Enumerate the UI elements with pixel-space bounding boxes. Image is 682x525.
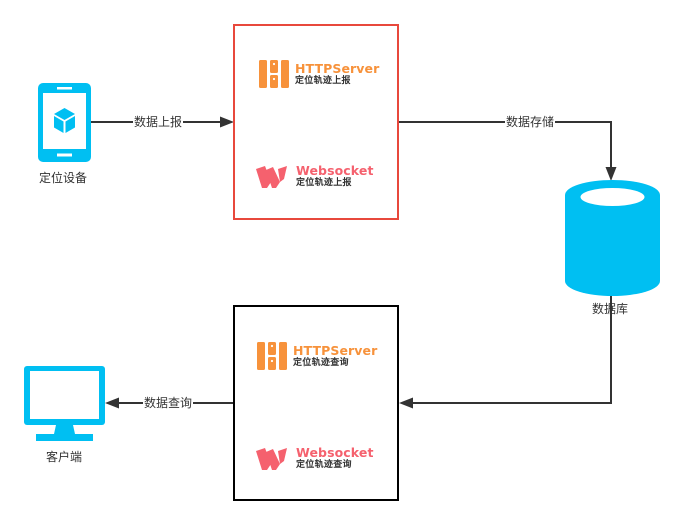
service-name: Websocket [296, 445, 374, 460]
edge-database-to-query [409, 296, 612, 404]
mobile-phone-cube-icon [38, 83, 91, 162]
database-label: 数据库 [592, 302, 629, 316]
query-service-group[interactable] [233, 305, 399, 501]
arrowhead-client [105, 397, 119, 409]
service-subtitle: 定位轨迹上报 [296, 178, 352, 188]
httpserver-logo-icon [259, 60, 289, 88]
edge-label-report: 数据上报 [133, 115, 184, 129]
websocket-logo-icon [256, 447, 287, 470]
upload-httpserver-service[interactable]: HTTPServer 定位轨迹上报 [259, 60, 379, 88]
upload-service-group[interactable] [233, 24, 399, 220]
edge-upload-to-database [399, 121, 612, 170]
query-httpserver-service[interactable]: HTTPServer 定位轨迹查询 [257, 342, 377, 370]
desktop-monitor-icon [24, 366, 105, 441]
service-name: Websocket [296, 163, 374, 178]
service-subtitle: 定位轨迹查询 [293, 357, 349, 368]
database-cylinder-icon [565, 180, 660, 296]
edge-label-store: 数据存储 [505, 115, 556, 129]
edge-label-query: 数据查询 [143, 396, 194, 410]
httpserver-logo-icon [257, 342, 287, 370]
arrowhead-query [399, 397, 413, 409]
database-node[interactable] [565, 180, 660, 296]
device-node[interactable] [38, 83, 91, 162]
device-label: 定位设备 [39, 171, 88, 185]
query-websocket-service[interactable]: Websocket 定位轨迹查询 [256, 446, 374, 471]
upload-websocket-service[interactable]: Websocket 定位轨迹上报 [256, 164, 374, 189]
client-label: 客户端 [46, 450, 83, 464]
service-subtitle: 定位轨迹上报 [295, 75, 351, 86]
client-node[interactable] [24, 366, 105, 441]
service-subtitle: 定位轨迹查询 [296, 460, 352, 470]
service-name: HTTPServer [295, 60, 380, 76]
arrowhead-database [605, 167, 617, 181]
service-name: HTTPServer [293, 342, 378, 358]
websocket-logo-icon [256, 165, 287, 188]
arrowhead-upload [220, 116, 234, 128]
